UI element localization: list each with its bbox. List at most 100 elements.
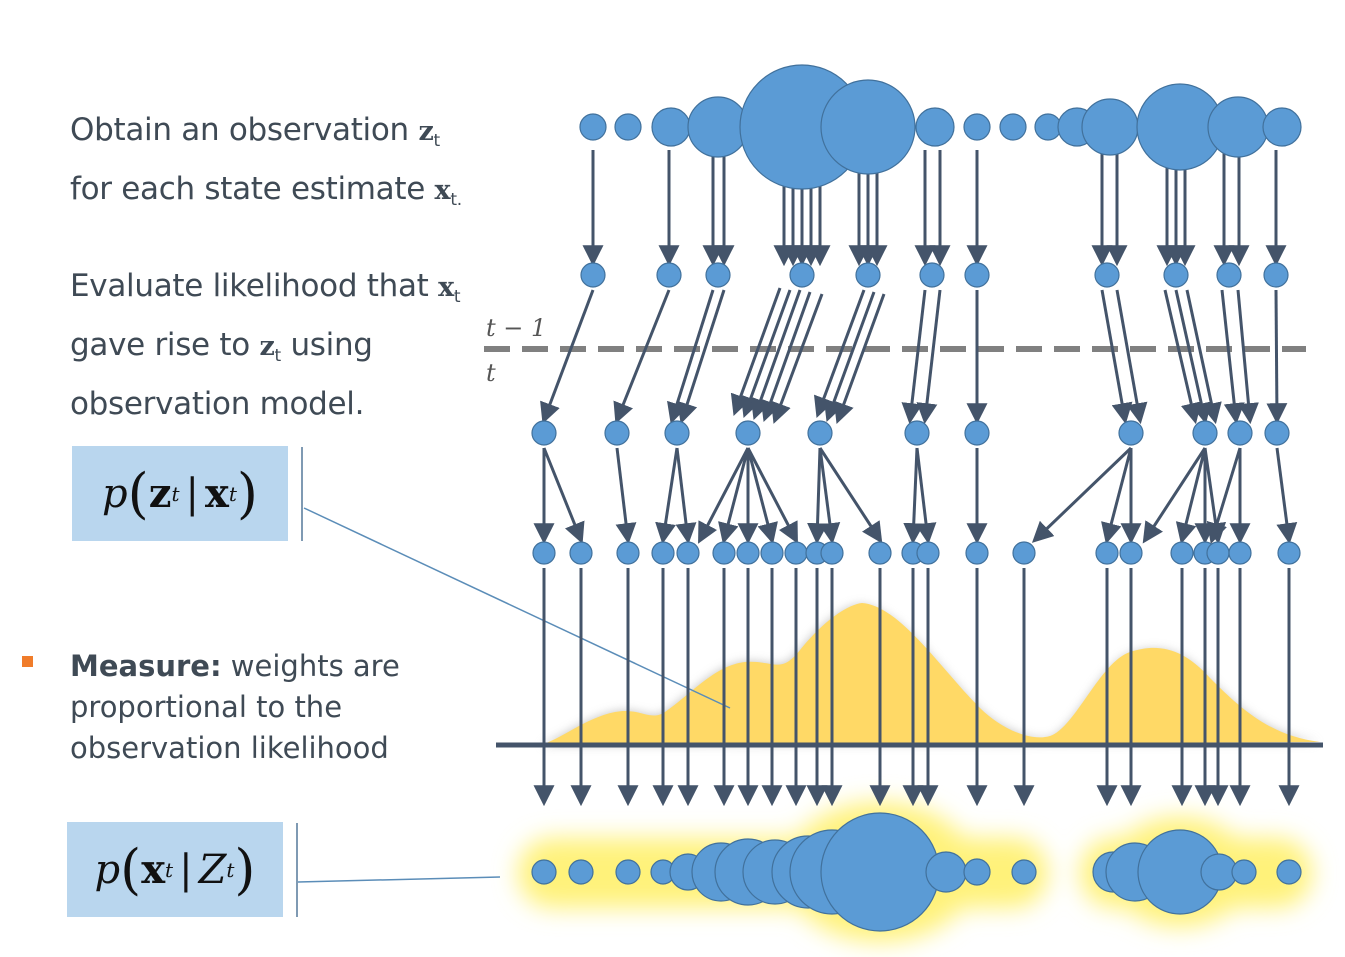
formula-sub: t	[228, 481, 237, 506]
formula-p: p	[102, 470, 128, 517]
subscript-t: t	[453, 287, 461, 307]
diffused-particle	[868, 541, 892, 565]
resampled-particle	[919, 262, 945, 288]
transition-arrow	[818, 447, 841, 545]
diffused-particle	[569, 541, 593, 565]
symbol-z: z	[418, 116, 434, 147]
transition-arrow	[1206, 447, 1242, 545]
formula2-divider	[296, 823, 298, 917]
transition-arrow	[915, 447, 937, 545]
transition-arrow	[740, 289, 792, 418]
resampled-particle	[789, 262, 815, 288]
predicted-particle	[1227, 420, 1253, 446]
transition-arrow	[698, 447, 750, 544]
measure-text: Measure: weights are proportional to the…	[70, 646, 470, 769]
transition-arrow	[1142, 447, 1207, 544]
prior-particle	[1081, 98, 1139, 156]
prior-particle	[999, 113, 1027, 141]
prior-particle	[1207, 96, 1269, 158]
evaluate-line1: Evaluate likelihood that	[70, 268, 439, 304]
formula1-connector	[303, 507, 731, 709]
measure-label: Measure:	[70, 649, 222, 683]
weighted-particle	[531, 859, 557, 885]
resampled-particle	[855, 262, 881, 288]
measure-description: weights are proportional to the observat…	[70, 649, 400, 765]
transition-arrow	[1101, 447, 1133, 545]
resampled-particle	[964, 262, 990, 288]
formula-sub: t	[226, 857, 235, 882]
predicted-particle	[807, 420, 833, 446]
resampled-particle	[656, 262, 682, 288]
weighted-particle	[820, 812, 940, 932]
formula-bar: |	[179, 846, 193, 893]
transition-arrow	[730, 287, 782, 416]
predicted-particle	[604, 420, 630, 446]
diffused-particle	[1170, 541, 1194, 565]
subscript-t: t	[433, 131, 440, 151]
diffused-particle	[1119, 541, 1143, 565]
symbol-z: z	[259, 331, 275, 362]
transition-arrow	[1163, 289, 1202, 425]
obtain-line2: for each state estimate	[70, 171, 435, 207]
prior-particle	[820, 79, 916, 175]
diffused-particle	[1095, 541, 1119, 565]
weighted-particle	[568, 859, 594, 885]
diffused-particle	[616, 541, 640, 565]
weighted-particle	[615, 859, 641, 885]
diffused-particle	[965, 541, 989, 565]
predicted-particle	[1192, 420, 1218, 446]
transition-arrow	[746, 447, 778, 545]
transition-arrow	[667, 289, 715, 425]
particle-group	[531, 64, 1302, 932]
prior-particle	[963, 113, 991, 141]
transition-arrow	[1100, 289, 1133, 425]
transition-arrow	[1185, 289, 1222, 425]
transition-arrow	[1220, 289, 1245, 425]
diffused-particle	[736, 541, 760, 565]
transition-arrow	[1115, 289, 1148, 425]
label-t: t	[486, 359, 496, 387]
prior-particle	[687, 96, 749, 158]
resampled-particle	[580, 262, 606, 288]
transition-arrow	[823, 291, 876, 422]
predicted-particle	[904, 420, 930, 446]
bullet-square	[22, 656, 33, 667]
prior-particle	[915, 107, 955, 147]
transition-arrow	[1266, 289, 1288, 425]
transition-arrow	[1236, 289, 1259, 425]
formula-p: p	[94, 846, 121, 893]
transition-arrow	[1174, 289, 1212, 425]
diffused-particle	[712, 541, 736, 565]
arrow-group	[533, 150, 1300, 807]
transition-arrow	[542, 447, 585, 544]
transition-arrow	[760, 291, 812, 422]
likelihood-curve	[540, 603, 1320, 745]
predicted-particle	[1118, 420, 1144, 446]
transition-arrow	[1175, 447, 1207, 545]
diffused-particle	[784, 541, 808, 565]
prior-particle	[614, 113, 642, 141]
evaluate-likelihood-text: Evaluate likelihood that xt gave rise to…	[70, 262, 461, 428]
weighted-particle	[1011, 859, 1037, 885]
transition-arrow	[613, 289, 671, 424]
diffused-particle	[760, 541, 784, 565]
diffused-particle	[1012, 541, 1036, 565]
predicted-particle	[1264, 420, 1290, 446]
transition-arrow	[1275, 447, 1298, 545]
predicted-particle	[664, 420, 690, 446]
transition-arrow	[677, 289, 726, 424]
transition-arrow	[615, 447, 637, 545]
diffused-particle	[1206, 541, 1230, 565]
transition-arrow	[903, 447, 925, 545]
symbol-x: x	[438, 272, 454, 303]
predicted-particle	[964, 420, 990, 446]
formula-x: x	[204, 470, 229, 517]
diffused-particle	[916, 541, 940, 565]
diffused-particle	[1277, 541, 1301, 565]
resampled-particle	[705, 262, 731, 288]
transition-arrow	[718, 447, 750, 545]
transition-arrow	[901, 289, 927, 425]
transition-arrow	[750, 289, 802, 420]
formula2-connector	[297, 876, 501, 883]
